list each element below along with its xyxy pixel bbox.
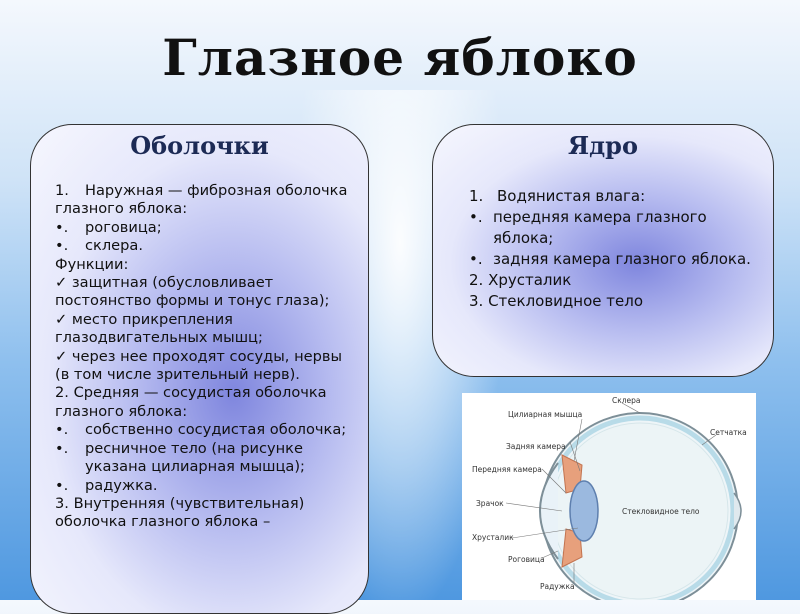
list-text: склера. <box>85 237 143 255</box>
list-marker: 1. <box>469 187 484 205</box>
label-anterior-chamber: Передняя камера <box>472 465 542 474</box>
list-text: Функции: <box>55 255 129 273</box>
cornea-shape <box>539 462 559 560</box>
bullet-marker: •. <box>469 250 483 268</box>
shells-panel-title: Оболочки <box>130 131 269 160</box>
list-text: 2. Хрусталик <box>469 271 572 289</box>
list-item: глазного яблока: <box>55 200 354 218</box>
label-cornea: Роговица <box>508 555 545 564</box>
check-icon: ✓ <box>55 347 68 365</box>
label-ciliary-muscle: Цилиарная мышца <box>508 410 582 419</box>
eye-diagram-svg: Склера Цилиарная мышца Сетчатка Задняя к… <box>472 396 747 610</box>
list-text: передняя камера глазного яблока; <box>493 208 707 247</box>
bullet-marker: •. <box>469 208 483 226</box>
list-item: •. собственно сосудистая оболочка; <box>55 421 354 439</box>
list-item: ✓ место прикрепления глазодвигательных м… <box>55 311 354 348</box>
core-list: 1. Водянистая влага: •. передняя камера гл… <box>433 186 773 312</box>
list-text: Водянистая влага: <box>497 187 646 205</box>
bullet-marker: •. <box>55 439 69 457</box>
list-text: защитная (обусловливает постоянство форм… <box>55 274 330 310</box>
list-item: 3. Стекловидное тело <box>469 291 759 312</box>
list-item: ✓ через нее проходят сосуды, нервы (в то… <box>55 348 354 385</box>
label-posterior-chamber: Задняя камера <box>506 442 566 451</box>
check-icon: ✓ <box>55 310 68 328</box>
label-vitreous: Стекловидное тело <box>622 507 700 516</box>
list-item: Функции: <box>55 256 354 274</box>
list-text: глазного яблока: <box>55 200 188 218</box>
shells-list: 1. Наружная — фиброзная оболочка глазного… <box>31 182 368 532</box>
label-lens: Хрусталик <box>472 533 514 542</box>
list-text: радужка. <box>85 476 158 494</box>
label-retina: Сетчатка <box>710 428 747 437</box>
list-item: •. передняя камера глазного яблока; <box>469 207 759 249</box>
list-text: через нее проходят сосуды, нервы (в том … <box>55 347 342 384</box>
list-item: •. склера. <box>55 237 354 255</box>
bullet-marker: •. <box>55 476 69 494</box>
eye-diagram: Склера Цилиарная мышца Сетчатка Задняя к… <box>462 393 756 610</box>
list-text: место прикрепления глазодвигательных мыш… <box>55 310 263 347</box>
list-text: собственно сосудистая оболочка; <box>85 421 347 439</box>
list-item: ✓ защитная (обусловливает постоянство фо… <box>55 274 354 311</box>
core-panel: Ядро 1. Водянистая влага: •. передняя каме… <box>432 124 774 377</box>
slide-title: Глазное яблоко <box>162 28 638 87</box>
list-text: 2. Средняя — сосудистая оболочка глазног… <box>55 384 327 420</box>
label-sclera: Склера <box>612 396 641 405</box>
list-item: 3. Внутренняя (чувствительная) оболочка … <box>55 495 354 532</box>
list-text: задняя камера глазного яблока. <box>493 250 751 268</box>
list-text: ресничное тело (на рисунке указана цилиа… <box>85 439 305 476</box>
bullet-marker: •. <box>55 237 69 255</box>
bullet-marker: •. <box>55 218 69 236</box>
list-item: •. радужка. <box>55 477 354 495</box>
list-text: Наружная — фиброзная оболочка <box>85 182 348 199</box>
check-icon: ✓ <box>55 274 68 292</box>
list-item: 1. Водянистая влага: <box>469 186 759 207</box>
shells-panel: Оболочки 1. Наружная — фиброзная оболочка… <box>30 124 369 614</box>
list-item: •. роговица; <box>55 219 354 237</box>
list-item: 2. Средняя — сосудистая оболочка глазног… <box>55 384 354 421</box>
label-iris: Радужка <box>540 582 575 591</box>
optic-nerve <box>733 492 742 530</box>
label-pupil: Зрачок <box>476 499 504 508</box>
list-item: •. задняя камера глазного яблока. <box>469 249 759 270</box>
list-marker: 1. <box>55 182 69 199</box>
list-item: •. ресничное тело (на рисунке указана цил… <box>55 440 354 477</box>
list-item: 1. Наружная — фиброзная оболочка <box>55 182 354 200</box>
lens-shape <box>569 480 599 542</box>
list-text: 3. Внутренняя (чувствительная) оболочка … <box>55 494 305 531</box>
bullet-marker: •. <box>55 421 69 439</box>
list-text: 3. Стекловидное тело <box>469 292 644 310</box>
list-item: 2. Хрусталик <box>469 270 759 291</box>
core-panel-title: Ядро <box>568 131 638 160</box>
list-text: роговица; <box>85 218 162 236</box>
